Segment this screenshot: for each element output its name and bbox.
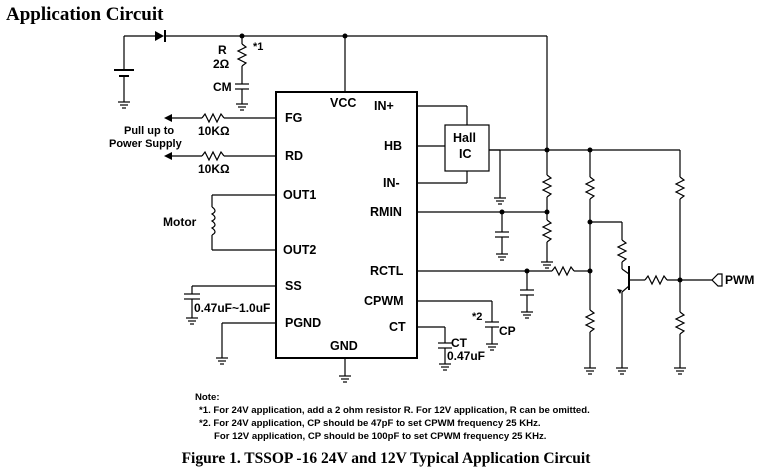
pin-cpwm: CPWM (364, 294, 404, 308)
figure-caption: Figure 1. TSSOP -16 24V and 12V Typical … (181, 450, 591, 467)
rd-resistor-value: 10KΩ (198, 162, 230, 176)
pin-ss: SS (285, 279, 302, 293)
pin-hb: HB (384, 139, 402, 153)
pin-in-minus: IN- (383, 176, 400, 190)
ct-value: 0.47uF (447, 349, 485, 363)
hall-ic-label-1: Hall (453, 131, 476, 145)
note-3: For 12V application, CP should be 100pF … (214, 431, 547, 442)
notes-heading: Note: (195, 392, 220, 403)
cm-label: CM (213, 80, 232, 94)
cp-note: *2 (472, 311, 482, 323)
note-1: *1. For 24V application, add a 2 ohm res… (199, 405, 590, 416)
pin-vcc: VCC (330, 96, 356, 110)
pin-rctl: RCTL (370, 264, 404, 278)
ct-label: CT (451, 336, 468, 350)
notes-block: Note: *1. For 24V application, add a 2 o… (195, 391, 590, 443)
pin-gnd: GND (330, 339, 358, 353)
pin-in-plus: IN+ (374, 99, 394, 113)
r-label: R (218, 43, 227, 57)
pullup-label-1: Pull up to (124, 125, 174, 137)
r-note: *1 (253, 41, 263, 53)
pin-out1: OUT1 (283, 188, 316, 202)
pin-fg: FG (285, 111, 302, 125)
pin-ct: CT (389, 320, 406, 334)
pwm-label: PWM (725, 273, 754, 287)
pin-rd: RD (285, 149, 303, 163)
r-value: 2Ω (213, 57, 230, 71)
note-2: *2. For 24V application, CP should be 47… (199, 418, 541, 429)
diode (155, 31, 164, 41)
pullup-label-2: Power Supply (109, 138, 183, 150)
motor-label: Motor (163, 215, 197, 229)
hall-ic-label-2: IC (459, 147, 472, 161)
ss-cap-value: 0.47uF~1.0uF (194, 301, 270, 315)
pin-out2: OUT2 (283, 243, 316, 257)
pin-pgnd: PGND (285, 316, 321, 330)
fg-resistor-value: 10KΩ (198, 124, 230, 138)
ic-body (275, 91, 418, 359)
pin-rmin: RMIN (370, 205, 402, 219)
cp-label: CP (499, 324, 516, 338)
page-title: Application Circuit (6, 4, 164, 25)
